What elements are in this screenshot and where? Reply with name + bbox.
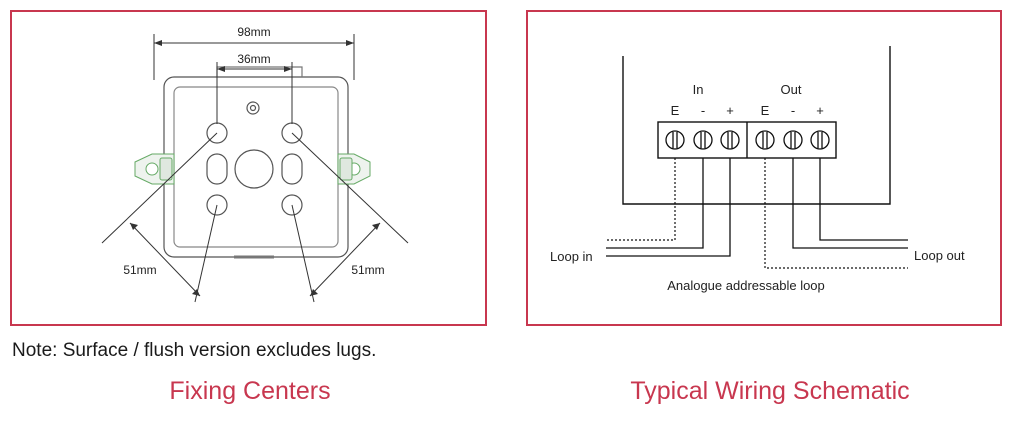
wire-out-minus — [792, 158, 908, 249]
terminal-out-plus — [810, 130, 830, 150]
terminal-out-e — [755, 130, 775, 150]
fixing-hole-bottom-left — [206, 194, 228, 216]
loop-out-label: Loop out — [914, 248, 965, 263]
in-label: In — [693, 82, 704, 97]
terminal-in-minus — [693, 130, 713, 150]
mounting-box-outline — [163, 76, 349, 258]
slot-hole-left — [206, 153, 228, 185]
wire-in-minus — [606, 158, 704, 249]
fixing-centers-caption: Fixing Centers — [169, 377, 331, 405]
wiring-schematic-caption: Typical Wiring Schematic — [630, 377, 910, 405]
terminal-in-plus — [720, 130, 740, 150]
wire-in-plus — [606, 158, 731, 257]
dim-line-51-right — [309, 222, 381, 297]
mounting-box-inner — [173, 86, 339, 248]
cable-entry-hole — [234, 149, 274, 189]
bus-label: Analogue addressable loop — [667, 278, 825, 293]
wire-out-plus — [819, 158, 908, 241]
fixing-centers-panel: 98mm 36mm 51mm 51mm — [10, 10, 487, 326]
wire-in-earth — [606, 158, 676, 241]
terminal-label-in-plus: + — [726, 103, 734, 118]
lug-left — [134, 153, 175, 185]
dim-label-51-right: 51mm — [351, 263, 384, 277]
out-label: Out — [781, 82, 802, 97]
enclosure-outline — [622, 46, 891, 205]
dim-label-98: 98mm — [237, 25, 270, 39]
wire-out-earth — [764, 158, 908, 269]
dim-line-51-left — [129, 222, 201, 297]
fixing-hole-bottom-right — [281, 194, 303, 216]
terminal-label-out-minus: - — [791, 103, 795, 118]
dim-label-51-left: 51mm — [123, 263, 156, 277]
wiring-schematic-diagram: In Out E - + E - + Loop in Loop out Anal… — [550, 46, 965, 293]
terminal-label-in-e: E — [671, 103, 680, 118]
terminal-out-minus — [783, 130, 803, 150]
loop-in-label: Loop in — [550, 249, 593, 264]
dim-label-36: 36mm — [237, 52, 270, 66]
terminal-in-e — [665, 130, 685, 150]
lug-right — [337, 153, 371, 185]
lug-note: Note: Surface / flush version excludes l… — [12, 340, 377, 361]
terminal-label-out-e: E — [761, 103, 770, 118]
center-screw-hole — [246, 101, 260, 115]
slot-hole-right — [281, 153, 303, 185]
wiring-schematic-panel: In Out E - + E - + Loop in Loop out Anal… — [526, 10, 1002, 326]
fixing-centers-diagram: 98mm 36mm 51mm 51mm — [101, 25, 409, 303]
terminal-label-out-plus: + — [816, 103, 824, 118]
terminal-label-in-minus: - — [701, 103, 705, 118]
